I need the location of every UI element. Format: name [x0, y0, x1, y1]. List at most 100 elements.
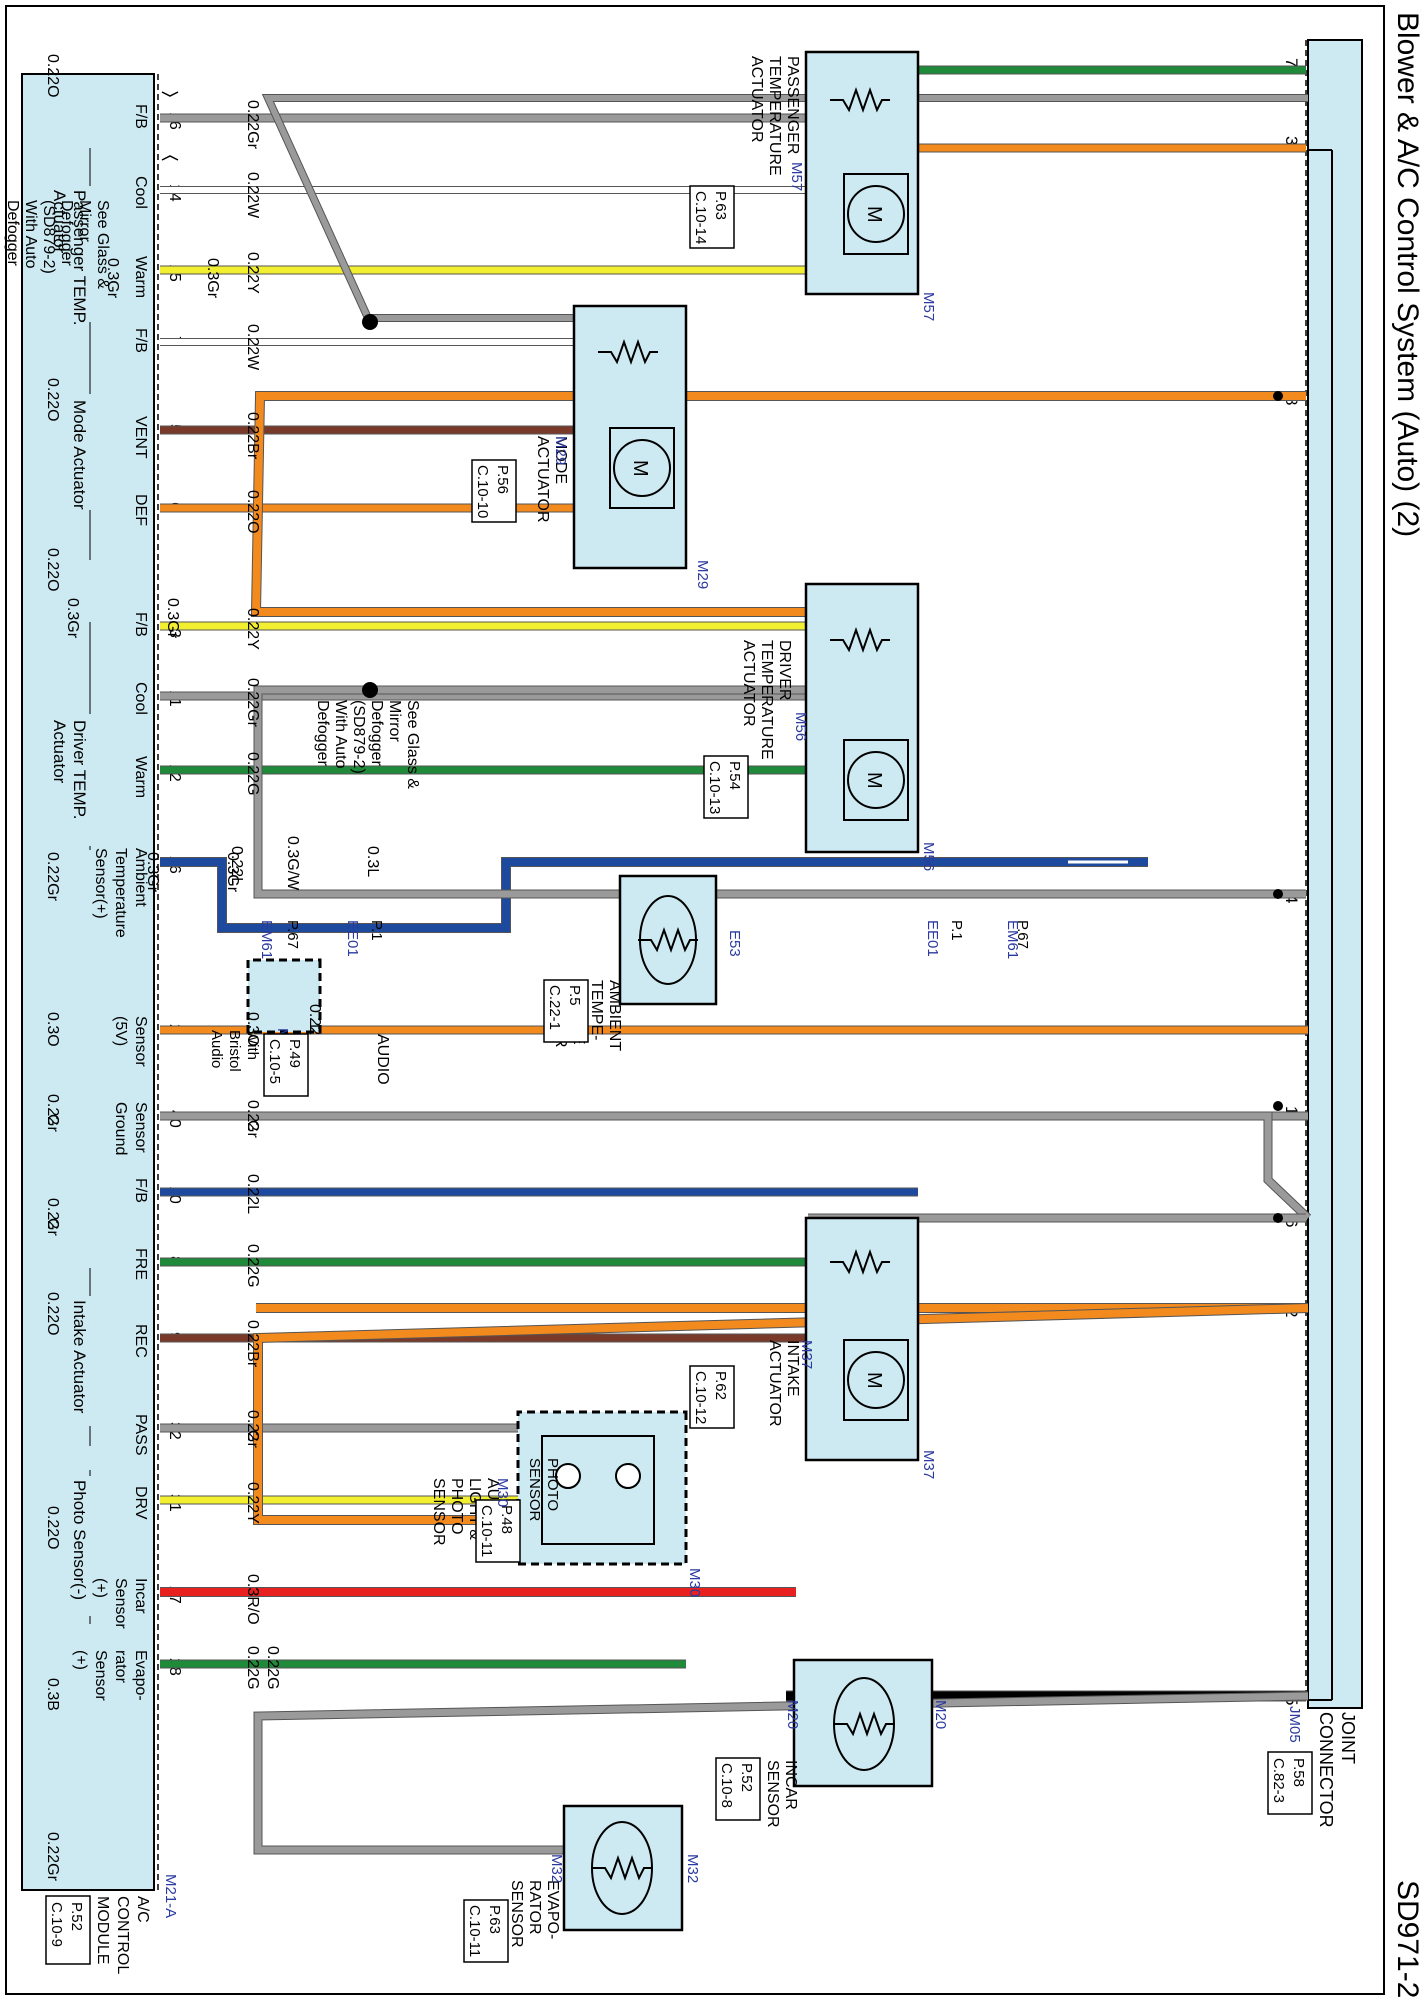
m29-conn-b: M29: [694, 560, 711, 589]
defogger-note-bottom-2: Defogger: [368, 700, 385, 766]
m37-motor-label: M: [863, 1372, 885, 1389]
module-pin-label: Warm: [132, 756, 149, 798]
group-mode: Mode Actuator: [70, 400, 89, 510]
m32-conn: M32: [548, 1854, 565, 1883]
wire-gauge-label: 0.3Gr: [104, 258, 121, 299]
defogger-note-top-0: See Glass &: [94, 200, 111, 289]
wire-gauge-label: 0.22G: [264, 1646, 281, 1690]
m56-conn-b: M56: [920, 842, 937, 871]
m20-ellipse: [833, 1677, 895, 1771]
ac-ref-1: P.52: [68, 1902, 85, 1931]
module-pin-label: F/B: [132, 1178, 149, 1203]
ee01-label-b: EE01: [924, 920, 941, 957]
m30-ref-2: C.10-11: [478, 1505, 495, 1557]
splice-dot: [362, 682, 378, 698]
ac-control-module: A/C CONTROL MODULE P.52 C.10-9 M21-A Pas…: [21, 73, 183, 1974]
wire-gauge-label: 0.22Gr: [244, 100, 261, 150]
joint-name-2: CONNECTOR: [1316, 1712, 1336, 1828]
m29-conn: M29: [552, 436, 569, 465]
group-passenger-1: Passenger TEMP.: [70, 190, 89, 325]
audio-name: AUDIO: [374, 1034, 391, 1085]
m56-motor: [847, 751, 905, 809]
e53-conn: E53: [726, 930, 743, 957]
joint-conn-label: JM05: [1286, 1706, 1303, 1743]
e53-ref-1: P.5: [566, 985, 583, 1006]
module-pin-label: Cool: [132, 176, 149, 209]
m37-motor: [847, 1351, 905, 1409]
wire-gauge-label: 0.3Gr: [204, 258, 221, 299]
m29-motor: [613, 439, 671, 497]
m37-conn-b: M37: [920, 1450, 937, 1479]
m56-conn: M56: [792, 712, 809, 741]
m57-conn-b: M57: [920, 292, 937, 321]
wire-gauge-label: 0.22Gr: [244, 678, 261, 728]
wire-gauge-label: 0.22: [244, 1410, 261, 1441]
m32-ref-1: P.63: [486, 1905, 503, 1934]
wire-gauge-label: 0.22G: [244, 1646, 261, 1690]
defogger-note-bottom-4: With Auto: [332, 700, 349, 769]
module-pin-label: Cool: [132, 682, 149, 715]
wire-gauge-label: 0.22Y: [244, 608, 261, 650]
module-pin-label: DRV: [132, 1486, 149, 1520]
module-pin-label: Temperature: [112, 848, 129, 938]
splice-dot: [362, 314, 378, 330]
wire-gauge-label: 0.3Gr: [164, 598, 181, 639]
joint-connector: JOINT CONNECTOR P.58 C.82-3 JM05 7 3 8 4…: [1267, 39, 1363, 1828]
module-pin-label: Incar: [132, 1578, 149, 1614]
audio-ref-box: [263, 1033, 309, 1097]
wire-gauge-label: 0.22O: [44, 548, 61, 592]
wire-gauge-label: 0.3O: [44, 1012, 61, 1047]
audio-ref-1: P.49: [286, 1039, 303, 1068]
module-pin-label: VENT: [132, 416, 149, 459]
em61-ref: P.67: [284, 920, 301, 949]
module-pin-label: REC: [132, 1324, 149, 1358]
wire-m32-1: [254, 1692, 1309, 1854]
m57-motor: [847, 185, 905, 243]
module-pin-label: (5V): [112, 1016, 129, 1046]
m29-motor-label: M: [629, 460, 651, 477]
wire-gauge-label: 0.22Br: [244, 1320, 261, 1368]
wire-gauge-label: 0.3O: [244, 1012, 261, 1047]
joint-name-1: JOINT: [1338, 1712, 1358, 1764]
m32-ref-2: C.10-11: [466, 1905, 483, 1957]
joint-ref-2: C.82-3: [1270, 1758, 1287, 1803]
splice-dot: [1273, 1213, 1283, 1223]
m32-ref-box: [463, 1899, 509, 1963]
m30-inner: [541, 1435, 655, 1545]
m29-ref-1: P.56: [494, 465, 511, 494]
wire-gauge-label: 0.3G/W: [284, 836, 301, 891]
splice-dot: [1273, 1101, 1283, 1111]
m56-ref-box: [703, 755, 749, 819]
audio-ref-2: C.10-5: [266, 1039, 283, 1084]
ee01-label: EE01: [344, 920, 361, 957]
m30-ref-box: [475, 1499, 521, 1563]
m20-conn: M20: [784, 1700, 801, 1729]
defogger-note-top-1: Mirror: [76, 200, 93, 242]
m30-name-3: SENSOR: [430, 1478, 447, 1546]
wire-gauge-label: 0.22Y: [244, 252, 261, 294]
wire-gauge-label: 0.22: [244, 1100, 261, 1131]
m32-name-1: RATOR: [526, 1880, 543, 1935]
wire-m56-4: [251, 392, 1306, 616]
m57-ref-2: C.10-14: [692, 191, 709, 244]
m30-name-2: PHOTO: [448, 1478, 465, 1535]
defogger-note-bottom-1: Mirror: [386, 700, 403, 742]
module-pin-label: Sensor: [132, 1016, 149, 1067]
wire-gauge-label: Gr: [244, 1120, 261, 1138]
em61-ref-b: P.67: [1014, 920, 1031, 949]
m57-motor-label: M: [863, 206, 885, 223]
wire-gauge-label: 0.3Gr: [64, 598, 81, 639]
module-pin-label: F/B: [132, 328, 149, 353]
wire-gauge-label: Gr: [44, 1114, 61, 1132]
ac-name-2: CONTROL: [114, 1896, 131, 1974]
e53-name-1: TEMPE-: [588, 980, 605, 1040]
wire-gauge-label: 0.22G: [244, 752, 261, 796]
defogger-note-top-5: Defogger: [4, 200, 21, 266]
wire-pin40-b: [160, 1112, 1311, 1221]
group-driver-2: Actuator: [50, 720, 69, 784]
m37-ref-2: C.10-12: [692, 1371, 709, 1424]
em61-label: EM61: [258, 920, 275, 959]
audio-note-2: Audio: [208, 1030, 225, 1068]
m56-name-0: DRIVER: [776, 640, 793, 700]
